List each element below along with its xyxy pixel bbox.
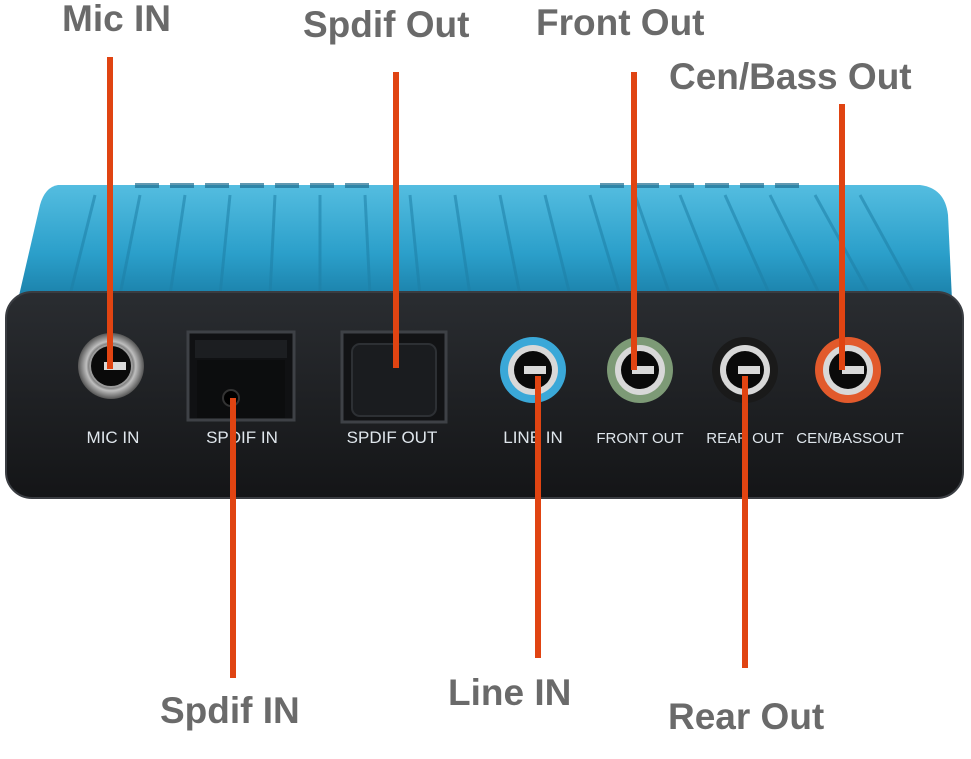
vent-slots: [135, 183, 799, 188]
callout-rear-out: Rear Out: [668, 696, 825, 737]
panel-label-spdif-out: SPDIF OUT: [347, 428, 438, 447]
spdif-in-port: [186, 330, 296, 422]
panel-label-mic-in: MIC IN: [87, 428, 140, 447]
leader-line-front-out: [631, 72, 637, 370]
callout-spdif-in: Spdif IN: [160, 690, 300, 731]
line-in-jack: [500, 337, 566, 403]
leader-line-line-in: [535, 376, 541, 658]
leader-line-cen-bass-out: [839, 104, 845, 370]
leader-line-spdif-out: [393, 72, 399, 368]
callout-cen-bass-out: Cen/Bass Out: [669, 56, 912, 97]
leader-line-spdif-in: [230, 398, 236, 678]
panel-label-cen-bass-out: CEN/BASSOUT: [796, 430, 904, 447]
front-out-jack: [607, 337, 673, 403]
callout-spdif-out: Spdif Out: [303, 4, 470, 45]
rear-out-jack: [712, 337, 778, 403]
leader-line-rear-out: [742, 376, 748, 668]
callout-front-out: Front Out: [536, 2, 705, 43]
cen-bass-out-jack: [815, 337, 881, 403]
callout-line-in: Line IN: [448, 672, 572, 713]
panel-label-front-out: FRONT OUT: [596, 430, 683, 447]
housing-top: [18, 185, 952, 300]
leader-line-mic-in: [107, 57, 113, 369]
front-panel: [6, 292, 963, 498]
housing-ridges: [68, 194, 917, 296]
callout-mic-in: Mic IN: [62, 0, 171, 39]
panel-label-line-in: LINE IN: [503, 428, 563, 447]
panel-label-spdif-in: SPDIF IN: [206, 428, 278, 447]
